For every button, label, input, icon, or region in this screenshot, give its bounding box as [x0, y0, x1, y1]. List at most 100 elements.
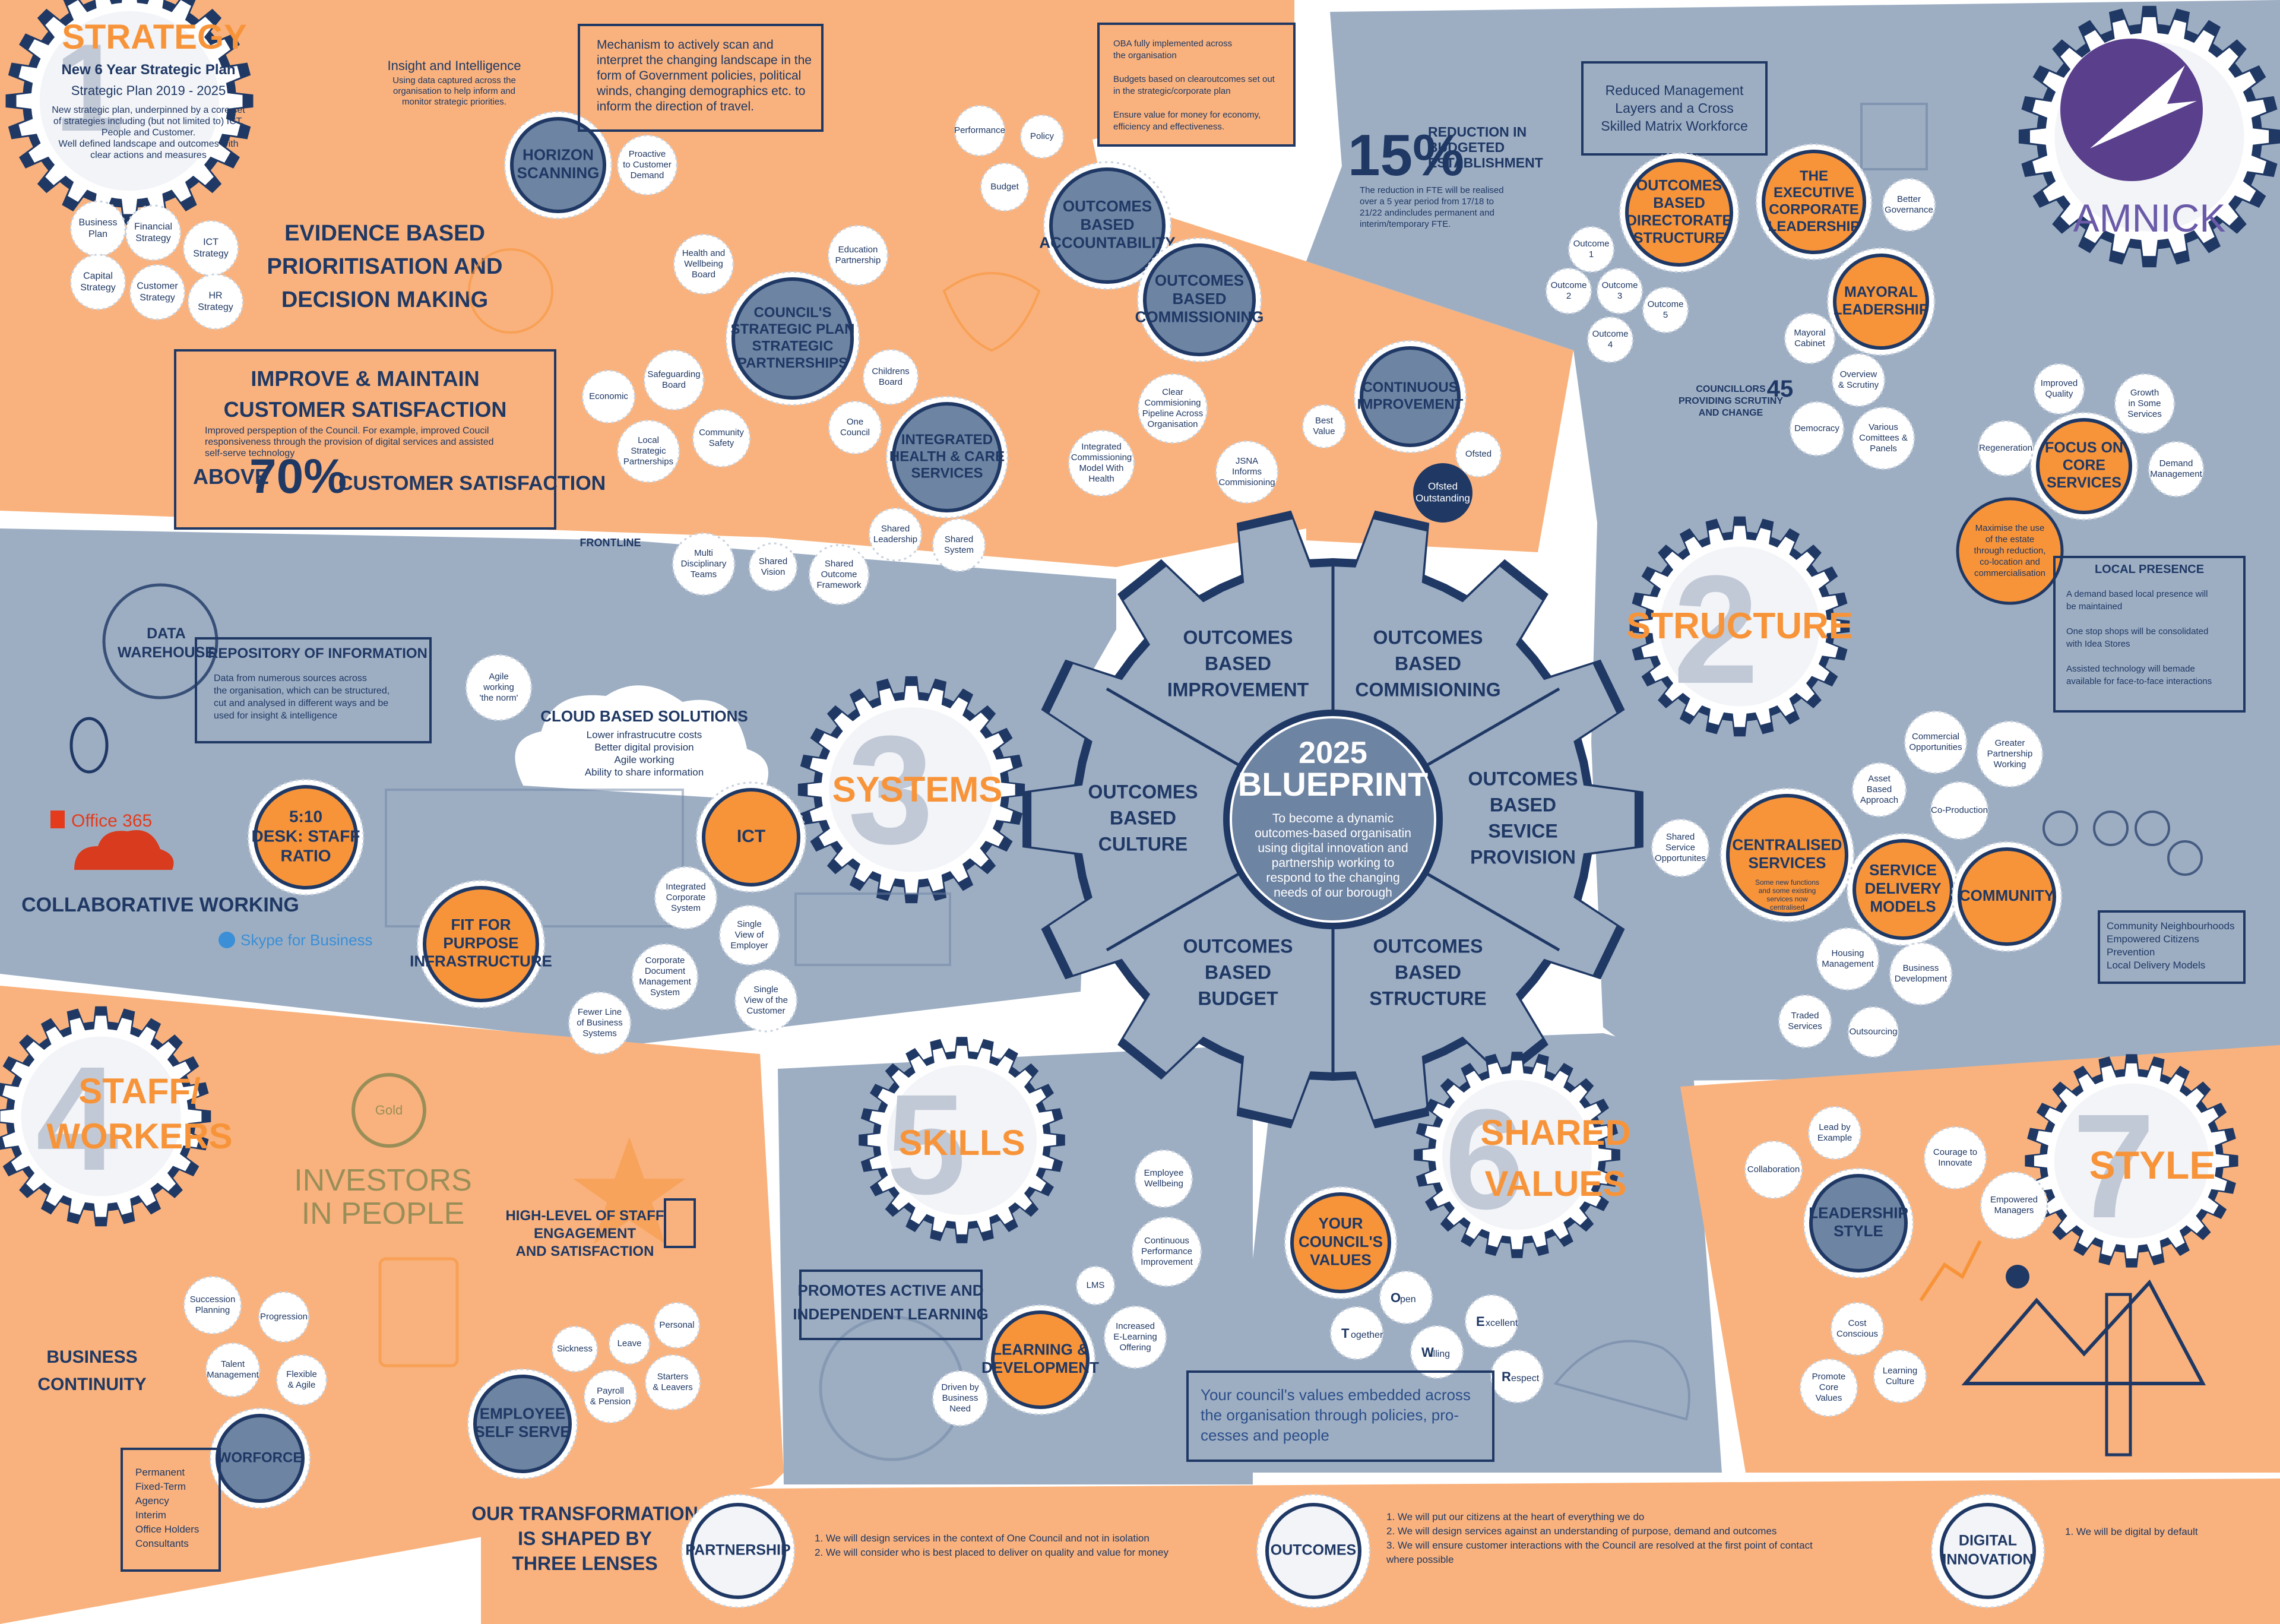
staff-gear-face [21, 1036, 181, 1196]
agile-working-bubble-label: 'the norm' [480, 693, 518, 703]
skills-bubble-label: Wellbeing [1144, 1179, 1183, 1189]
clear-pipeline-bubble-label: Clear [1162, 387, 1183, 397]
strategy-desc: Well defined landscape and outcomes with [59, 139, 239, 149]
engagement-label: ENGAGEMENT [534, 1226, 636, 1242]
mayoral-cabinet-bubble-label: Cabinet [1794, 338, 1826, 349]
style-bubble-label: Core [1819, 1382, 1839, 1392]
hub-title: 2025 [1299, 736, 1367, 770]
centralised-desc: services now [1766, 895, 1808, 903]
flexible-bubble [276, 1354, 328, 1406]
ict-bubble-label: Customer [746, 1006, 785, 1016]
fifteen-percent: 15% [1348, 122, 1464, 188]
strategy-bubble-label: ICT [203, 238, 218, 248]
partnership-bubble [827, 224, 889, 286]
partnership-bubble-label: Wellbeing [684, 259, 723, 269]
value-word: espect [1511, 1373, 1540, 1384]
agile-working-bubble-label: Agile [489, 672, 508, 682]
mechanism-text: Mechanism to actively scan and [597, 38, 774, 52]
partnership-bubble-label: Board [662, 380, 686, 390]
your-values-node-label: VALUES [1310, 1251, 1372, 1269]
skills-bubble-label: Need [949, 1404, 971, 1414]
budget-bubble [980, 162, 1030, 212]
service-bubble-label: Outsourcing [1850, 1027, 1898, 1037]
integrated-health-node-label: HEALTH & CARE [889, 448, 1005, 464]
cloud-red-icon [74, 830, 174, 870]
workforce-node [216, 1414, 305, 1503]
hub-segment-label: BASED [1110, 807, 1176, 828]
better-governance-bubble-label: Governance [1885, 205, 1933, 215]
improved-quality-bubble [2033, 363, 2085, 415]
self-serve-bubble-label: Starters [657, 1372, 689, 1382]
skills-bubble [1134, 1149, 1193, 1208]
partnership-items: 1. We will design services in the contex… [815, 1533, 1150, 1544]
learning-development-node-label: DEVELOPMENT [981, 1359, 1099, 1376]
mayoral-leadership-node-label: LEADERSHIP [1833, 301, 1928, 318]
commissioning-node-label: BASED [1172, 290, 1226, 308]
outcomes-lens-label: OUTCOMES [1271, 1542, 1356, 1559]
value-word: xcellent [1486, 1318, 1518, 1328]
insight-desc: Using data captured across the [392, 75, 516, 86]
frontline-bubble [808, 544, 870, 606]
mayoral-leadership-node [1833, 254, 1929, 350]
hub-desc: needs of our borough [1274, 886, 1392, 900]
reduction-desc: The reduction in FTE will be realised [1360, 185, 1504, 195]
outcome-bubble-label: 3 [1617, 291, 1622, 301]
mechanism-text: form of Government policies, political [597, 69, 801, 83]
values-title: VALUES [1485, 1164, 1627, 1204]
continuous-improvement-node-label: IMPROVEMENT [1357, 397, 1464, 413]
style-bubble-label: Empowered [1990, 1195, 2038, 1205]
ict-bubble-label: Single [737, 919, 762, 929]
partnership-bubble-label: Partnerships [623, 457, 673, 467]
skills-bubble-label: Continuous [1144, 1236, 1189, 1246]
commissioning-node [1143, 243, 1256, 356]
workforce-list: Consultants [135, 1538, 189, 1549]
various-committees-bubble-label: Comittees & [1859, 433, 1908, 443]
ict-bubble-label: View of the [744, 995, 788, 1005]
people-icon [2042, 811, 2078, 846]
outcome-bubble-label: 4 [1608, 340, 1613, 350]
strategy-bubble-label: Strategy [198, 302, 233, 312]
cloud-desc: Agile working [614, 754, 674, 765]
centralised-services-node [1726, 794, 1848, 916]
service-bubble-label: Opportunites [1655, 853, 1706, 863]
hub-segment-label: SEVICE [1488, 820, 1557, 841]
ict-bubble-label: View of [735, 930, 765, 940]
performance-bubble-label: Performance [954, 125, 1005, 135]
service-bubble [1904, 710, 1968, 774]
repository-desc: the organisation, which can be structure… [214, 686, 390, 696]
frontline-bubble-label: System [944, 545, 974, 555]
local-presence-title: LOCAL PRESENCE [2095, 563, 2204, 576]
service-bubble-label: Opportunities [1909, 742, 1962, 752]
integrated-health-node-label: SERVICES [911, 466, 983, 482]
agile-working-bubble [465, 654, 533, 721]
directorate-structure-node-label: DIRECTORATE [1626, 212, 1732, 229]
proactive-bubble-label: to Customer [623, 160, 672, 170]
outcome-bubble [1596, 267, 1644, 315]
community-box-text: Community Neighbourhoods [2107, 920, 2234, 932]
strategy-bubble-label: Strategy [193, 249, 229, 259]
skills-gear-face [887, 1065, 1037, 1215]
partnership-bubble [673, 233, 734, 295]
service-bubble-label: Asset [1868, 774, 1890, 784]
digital-lens-label: INNOVATION [1942, 1552, 2033, 1568]
structure-title: STRUCTURE [1626, 606, 1853, 647]
value-word: illing [1431, 1349, 1450, 1359]
partnership-items: 2. We will consider who is best placed t… [815, 1547, 1168, 1558]
partnership-bubble-label: Board [879, 377, 902, 387]
data-warehouse-label: WAREHOUSE [118, 644, 215, 661]
demand-management-bubble-label: Demand [2159, 458, 2193, 468]
cloud-title: CLOUD BASED SOLUTIONS [540, 707, 748, 725]
service-bubble-label: Development [1895, 974, 1948, 984]
reduction-label: BUDGETED [1428, 140, 1505, 155]
outcome-bubble-label: 1 [1589, 249, 1594, 259]
service-bubble [1816, 927, 1880, 991]
ict-bubble-label: Document [645, 966, 686, 976]
growth-bubble-label: Growth [2130, 388, 2159, 398]
promotes-learning: INDEPENDENT LEARNING [793, 1305, 988, 1323]
skills-bubble-label: LMS [1087, 1280, 1105, 1290]
service-bubble [1847, 1006, 1899, 1058]
mountain-climber-icon [1961, 1279, 2206, 1385]
reduction-label: ESTABLISHMENT [1428, 155, 1543, 170]
local-presence-desc: available for face-to-face interactions [2066, 676, 2212, 686]
hub-desc: outcomes-based organisatin [1255, 827, 1411, 840]
